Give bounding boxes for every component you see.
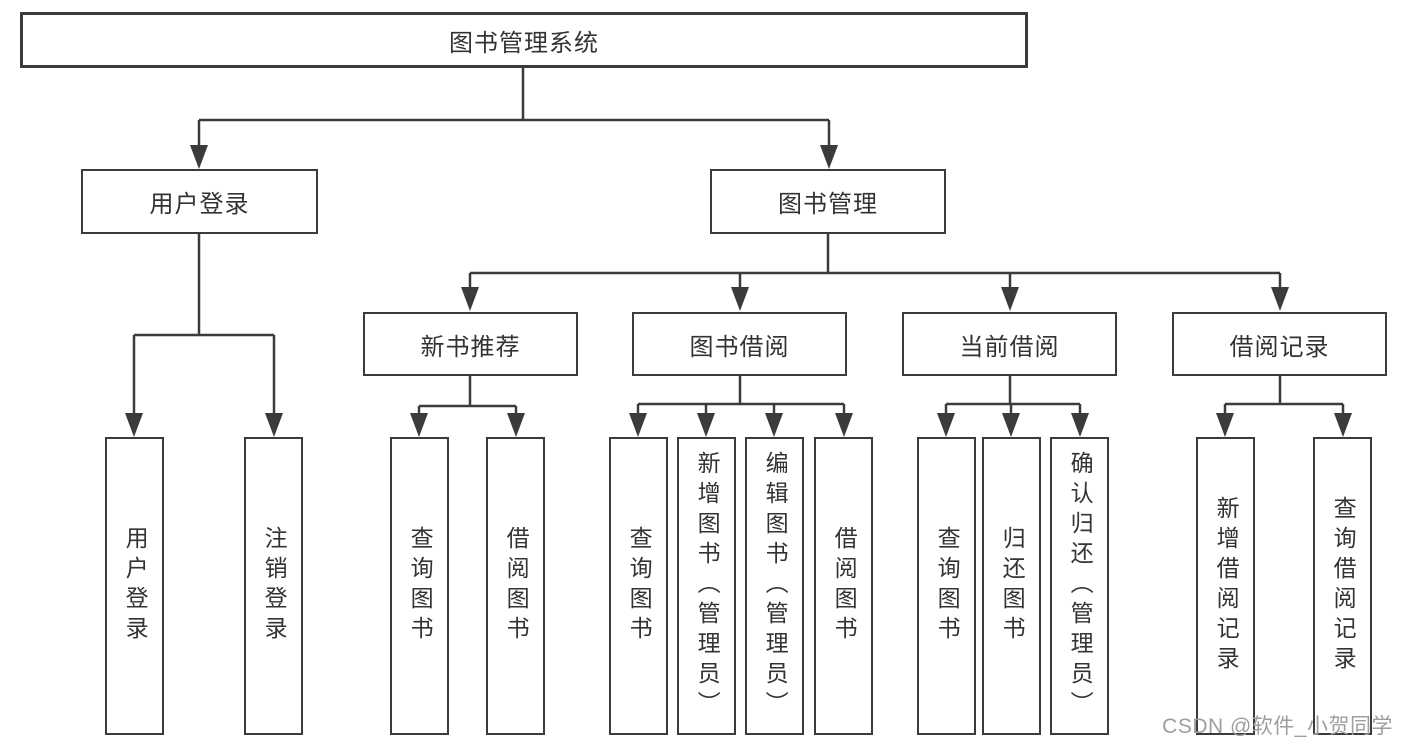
leaf-add-books-admin: 新增图书（管理员） [677,437,736,735]
node-book-management: 图书管理 [710,169,946,234]
node-new-book-recommendation: 新书推荐 [363,312,578,376]
node-user-login-branch: 用户登录 [81,169,318,234]
leaf-query-borrow-record: 查询借阅记录 [1313,437,1372,735]
leaf-borrow-books-recommend: 借阅图书 [486,437,545,735]
leaf-borrow-books: 借阅图书 [814,437,873,735]
node-book-borrowing: 图书借阅 [632,312,847,376]
leaf-confirm-return-admin: 确认归还（管理员） [1050,437,1109,735]
node-current-borrowing: 当前借阅 [902,312,1117,376]
leaf-query-books-recommend: 查询图书 [390,437,449,735]
node-library-management-system: 图书管理系统 [20,12,1028,68]
leaf-user-login: 用户登录 [105,437,164,735]
node-borrowing-records: 借阅记录 [1172,312,1387,376]
leaf-query-books-borrowing: 查询图书 [609,437,668,735]
leaf-add-borrow-record: 新增借阅记录 [1196,437,1255,735]
leaf-edit-books-admin: 编辑图书（管理员） [745,437,804,735]
leaf-return-books: 归还图书 [982,437,1041,735]
watermark: CSDN @软件_小贺同学 [1162,715,1393,738]
leaf-logout: 注销登录 [244,437,303,735]
leaf-query-books-current: 查询图书 [917,437,976,735]
